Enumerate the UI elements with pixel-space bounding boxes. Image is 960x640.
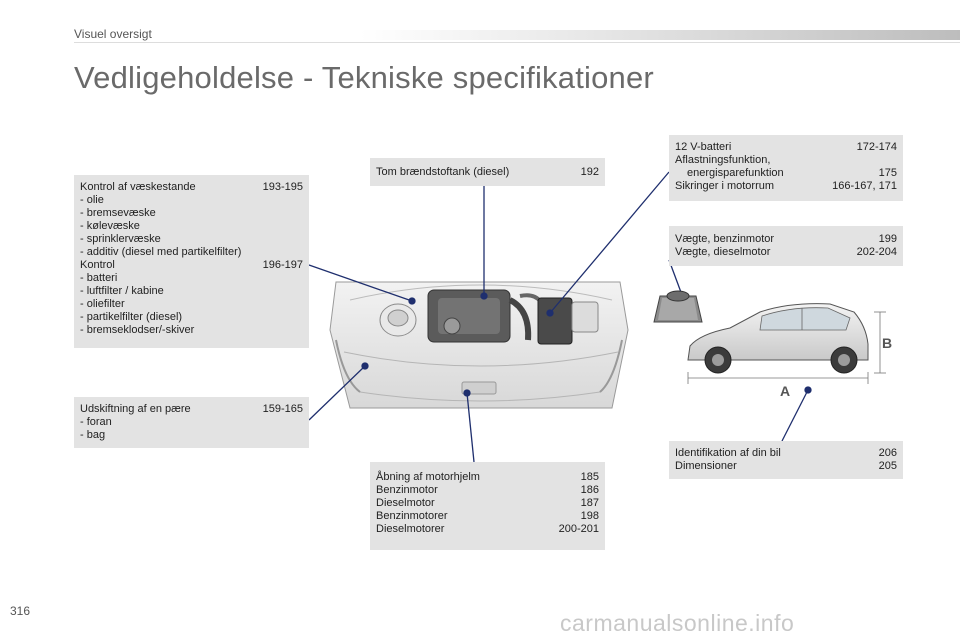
- bonnet-row-pages: 200-201: [558, 523, 599, 535]
- dimensions-label: Dimensioner: [675, 460, 737, 472]
- check-item: - batteri: [80, 272, 118, 284]
- engine-bay-illustration: [329, 281, 629, 409]
- checks-pages: 196-197: [262, 259, 303, 271]
- fuel-row: Tom brændstoftank (diesel) 192: [376, 166, 599, 179]
- bonnet-row-pages: 185: [580, 471, 599, 483]
- bonnet-row: Benzinmotor 186: [376, 484, 599, 497]
- fluid-item: - kølevæske: [80, 220, 140, 232]
- bonnet-row-label: Dieselmotor: [376, 497, 435, 509]
- weight-petrol-row: Vægte, benzinmotor 199: [675, 233, 897, 246]
- bonnet-row-label: Benzinmotorer: [376, 510, 448, 522]
- bonnet-row: Åbning af motorhjelm 185: [376, 471, 599, 484]
- leader-dot-fluids: [408, 297, 416, 305]
- leader-line-battery: [549, 171, 670, 314]
- fluid-levels-label: Kontrol af væskestande: [80, 181, 196, 193]
- energy-saving-label: energisparefunktion: [687, 167, 784, 179]
- bonnet-row: Dieselmotor 187: [376, 497, 599, 510]
- leader-dot-bulb: [361, 362, 369, 370]
- battery-label: 12 V-batteri: [675, 141, 732, 153]
- fluids-checks-box: Kontrol af væskestande 193-195 - olie - …: [74, 175, 309, 348]
- identification-label: Identifikation af din bil: [675, 447, 781, 459]
- fluid-item: - olie: [80, 194, 104, 206]
- bonnet-row: Benzinmotorer 198: [376, 510, 599, 523]
- dimension-b-label: B: [882, 335, 892, 351]
- fluid-item: - sprinklervæske: [80, 233, 161, 245]
- bonnet-row-label: Åbning af motorhjelm: [376, 471, 480, 483]
- battery-row: 12 V-batteri 172-174: [675, 141, 897, 154]
- identification-row: Identifikation af din bil 206: [675, 447, 897, 460]
- bulb-pages: 159-165: [262, 403, 303, 415]
- dimensions-pages: 205: [878, 460, 897, 472]
- leader-line-bonnet: [466, 392, 475, 463]
- battery-box: 12 V-batteri 172-174 Aflastningsfunktion…: [669, 135, 903, 201]
- fuel-tank-box: Tom brændstoftank (diesel) 192: [370, 158, 605, 186]
- weight-icon: [653, 290, 703, 323]
- fluid-levels-row: Kontrol af væskestande 193-195: [80, 181, 303, 194]
- dimension-a-label: A: [780, 383, 790, 399]
- weight-diesel-label: Vægte, dieselmotor: [675, 246, 771, 258]
- watermark: carmanualsonline.info: [560, 610, 795, 636]
- bonnet-row: Dieselmotorer 200-201: [376, 523, 599, 536]
- bulb-label: Udskiftning af en pære: [80, 403, 191, 415]
- leader-dot-bonnet: [463, 389, 471, 397]
- fuel-pages: 192: [580, 166, 599, 178]
- fluid-item: - additiv (diesel med partikelfilter): [80, 246, 242, 258]
- weight-petrol-label: Vægte, benzinmotor: [675, 233, 775, 245]
- battery-pages: 172-174: [856, 141, 897, 153]
- check-item: - bremseklodser/-skiver: [80, 324, 195, 336]
- leader-line-bulb: [308, 365, 366, 421]
- bonnet-row-pages: 186: [580, 484, 599, 496]
- weight-diesel-pages: 202-204: [856, 246, 897, 258]
- bulb-item: - foran: [80, 416, 112, 428]
- checks-label: Kontrol: [80, 259, 115, 271]
- leader-dot-fuel: [480, 292, 488, 300]
- weight-diesel-row: Vægte, dieselmotor 202-204: [675, 246, 897, 259]
- page-title: Vedligeholdelse - Tekniske specifikation…: [74, 60, 654, 95]
- header-divider: [74, 42, 960, 43]
- identification-pages: 206: [878, 447, 897, 459]
- bulb-replacement-box: Udskiftning af en pære 159-165 - foran -…: [74, 397, 309, 448]
- section-label: Visuel oversigt: [74, 27, 152, 41]
- bonnet-engines-box: Åbning af motorhjelm 185 Benzinmotor 186…: [370, 462, 605, 550]
- fuses-row: Sikringer i motorrum 166-167, 171: [675, 180, 897, 193]
- check-item: - oliefilter: [80, 298, 125, 310]
- fluid-levels-pages: 193-195: [262, 181, 303, 193]
- weight-petrol-pages: 199: [878, 233, 897, 245]
- bonnet-row-pages: 198: [580, 510, 599, 522]
- fuses-pages: 166-167, 171: [832, 180, 897, 192]
- fuel-label: Tom brændstoftank (diesel): [376, 166, 510, 178]
- bulb-item: - bag: [80, 429, 106, 441]
- leader-line-fluids: [308, 264, 413, 302]
- car-side-illustration: A B: [687, 303, 892, 399]
- bulb-row: Udskiftning af en pære 159-165: [80, 403, 303, 416]
- bonnet-row-label: Benzinmotor: [376, 484, 438, 496]
- dimensions-row: Dimensioner 205: [675, 460, 897, 473]
- checks-row: Kontrol 196-197: [80, 259, 303, 272]
- page-number: 316: [10, 604, 31, 618]
- leader-dot-identification: [804, 386, 812, 394]
- header-gradient-bar: [360, 30, 960, 40]
- bonnet-row-label: Dieselmotorer: [376, 523, 445, 535]
- fluid-item: - bremsevæske: [80, 207, 156, 219]
- energy-saving-pages: 175: [878, 167, 897, 179]
- check-item: - luftfilter / kabine: [80, 285, 164, 297]
- leader-line-identification: [781, 389, 809, 442]
- load-reduction-label: Aflastningsfunktion,: [675, 154, 771, 166]
- check-item: - partikelfilter (diesel): [80, 311, 183, 323]
- leader-dot-battery: [546, 309, 554, 317]
- fuses-label: Sikringer i motorrum: [675, 180, 775, 192]
- energy-saving-row: energisparefunktion 175: [675, 167, 897, 180]
- weights-box: Vægte, benzinmotor 199 Vægte, dieselmoto…: [669, 226, 903, 266]
- bonnet-row-pages: 187: [580, 497, 599, 509]
- identification-box: Identifikation af din bil 206 Dimensione…: [669, 441, 903, 479]
